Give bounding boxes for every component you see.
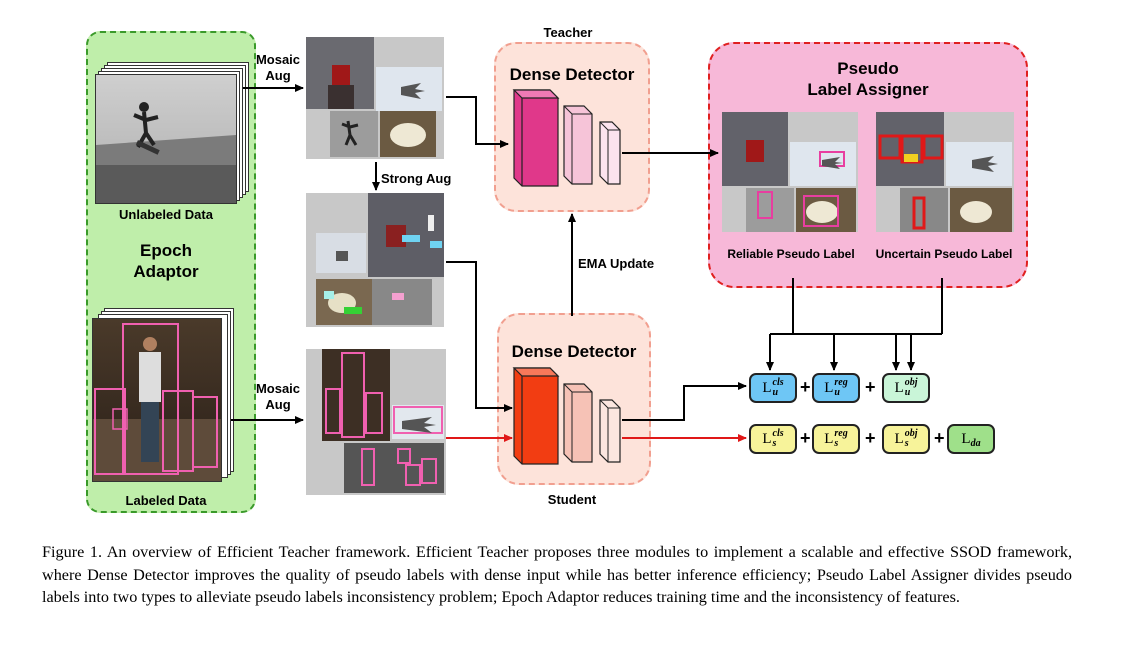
strong-aug-label: Strong Aug [381, 171, 452, 186]
strong-aug-image [306, 193, 444, 327]
mosaic-labeled-image [306, 349, 446, 495]
reliable-pseudo-label-image [722, 112, 858, 232]
student-label: Student [547, 492, 597, 507]
skateboarder-photo [95, 74, 237, 204]
uncertain-pseudo-label-caption: Uncertain Pseudo Label [875, 247, 1013, 261]
teacher-network-blocks [512, 89, 621, 187]
mosaic-aug-top-label: Mosaic Aug [255, 52, 301, 83]
uncertain-pseudo-label-image [876, 112, 1014, 232]
teacher-label: Teacher [543, 25, 593, 40]
plus-sign: + [800, 377, 811, 397]
student-network-blocks [512, 367, 621, 465]
plus-sign: + [865, 377, 876, 397]
epoch-adaptor-title: Epoch Adaptor [133, 241, 199, 281]
plus-sign: + [934, 428, 945, 448]
unlabeled-data-label: Unlabeled Data [119, 207, 213, 222]
plus-sign: + [800, 428, 811, 448]
pla-title: Pseudo Label Assigner [807, 59, 929, 99]
mosaic-unlabeled-image [306, 37, 444, 159]
reliable-pseudo-label-caption: Reliable Pseudo Label [727, 247, 855, 261]
flow-arrows [231, 84, 943, 442]
plus-sign: + [865, 428, 876, 448]
figure-caption: Figure 1. An overview of Efficient Teach… [42, 543, 1072, 606]
ema-update-label: EMA Update [578, 256, 655, 271]
labeled-data-label: Labeled Data [125, 493, 207, 508]
people-photo [92, 318, 222, 482]
teacher-detector-title: Dense Detector [509, 65, 635, 84]
student-detector-title: Dense Detector [511, 342, 637, 361]
mosaic-aug-bottom-label: Mosaic Aug [255, 381, 301, 412]
